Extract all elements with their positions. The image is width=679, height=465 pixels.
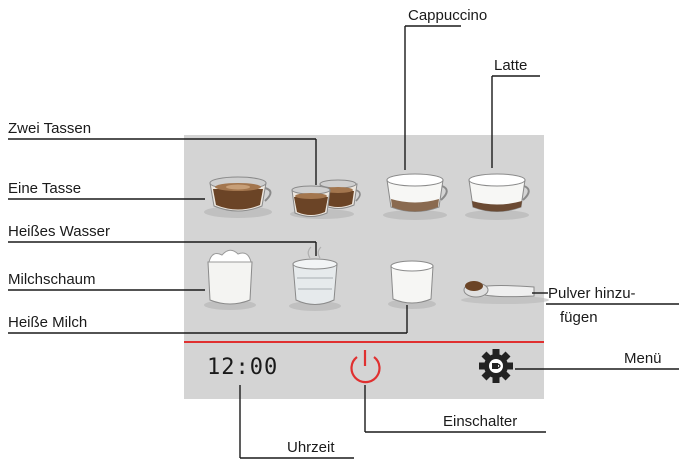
label-heisses-wasser: Heißes Wasser bbox=[8, 223, 110, 240]
clock-readout[interactable]: 12:00 bbox=[207, 355, 279, 380]
hot-water-glass-icon[interactable] bbox=[289, 246, 341, 311]
label-einschalter: Einschalter bbox=[443, 413, 518, 430]
label-latte: Latte bbox=[494, 57, 528, 74]
label-menu: Menü bbox=[624, 350, 662, 367]
label-pulver-line2: fügen bbox=[560, 309, 598, 326]
gear-icon[interactable] bbox=[479, 349, 513, 383]
leader-lines bbox=[8, 25, 679, 459]
label-cappuccino: Cappuccino bbox=[408, 7, 488, 24]
powder-scoop-icon[interactable] bbox=[461, 281, 549, 304]
latte-glass-icon[interactable] bbox=[465, 173, 530, 220]
label-uhrzeit: Uhrzeit bbox=[287, 439, 335, 456]
coffee-cup-icon[interactable] bbox=[204, 176, 272, 218]
label-pulver-line1: Pulver hinzu- bbox=[548, 285, 636, 302]
label-milchschaum: Milchschaum bbox=[8, 271, 96, 288]
two-cups-icon[interactable] bbox=[290, 179, 361, 219]
hot-milk-glass-icon[interactable] bbox=[388, 260, 436, 309]
label-zwei-tassen: Zwei Tassen bbox=[8, 120, 92, 137]
label-heisse-milch: Heiße Milch bbox=[8, 314, 88, 331]
cappuccino-glass-icon[interactable] bbox=[383, 173, 448, 220]
label-eine-tasse: Eine Tasse bbox=[8, 180, 82, 197]
power-icon[interactable] bbox=[350, 350, 381, 384]
milk-foam-glass-icon[interactable] bbox=[204, 249, 256, 310]
